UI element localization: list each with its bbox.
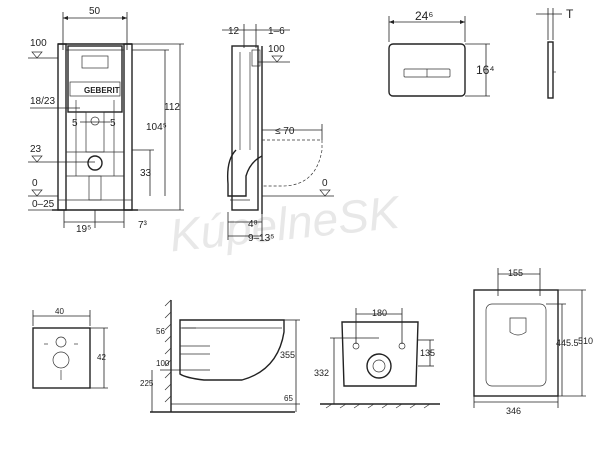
side-inlet-label: 100: [156, 359, 170, 368]
side-top-offset-label: 56: [156, 327, 165, 336]
half-left-label: 5: [72, 118, 78, 129]
back-outlet-height-label: 332: [314, 368, 329, 378]
side-level-100-label: 100: [268, 44, 285, 55]
side-level-0-label: 0: [322, 178, 328, 189]
half-right-label: 5: [110, 118, 116, 129]
top-outer-length-label: 510: [578, 336, 593, 346]
side-height-label: 355: [280, 350, 295, 360]
bottom-right-label: 7³: [138, 220, 148, 231]
side-depth-label: 65: [284, 394, 293, 403]
watermark: KúpelneSK: [167, 185, 404, 261]
level-0-label: 0: [32, 178, 38, 189]
top-inner-length-label: 445.5: [556, 338, 579, 348]
bowl-reach-label: ≤ 70: [275, 126, 295, 137]
bowl-top-view: 155 445.5 510 346: [473, 268, 593, 416]
depth-top-label: 12: [228, 26, 240, 37]
frame-side-view: 12 1–6 100 ≤ 70 0 4⁸ 9–13⁵: [222, 24, 334, 244]
drain-height-label: 33: [140, 168, 152, 179]
side-offset-label: 18/23: [30, 96, 55, 107]
wall-range-label: 9–13⁵: [248, 233, 274, 244]
level-23-label: 23: [30, 144, 42, 155]
bowl-back-view: 180 135 332: [314, 308, 440, 409]
mounting-height-label: 42: [97, 353, 106, 362]
bowl-side-view: 56 100 225 355 65: [140, 299, 300, 413]
frame-front-view: 50 GEBERIT 100 18/23 5 5: [28, 6, 184, 235]
back-bolt-height-label: 135: [420, 348, 435, 358]
top-width-label: 346: [506, 406, 521, 416]
brand-label: GEBERIT: [84, 86, 120, 95]
plate-thickness-label: T: [566, 7, 574, 21]
wall-offset-label: 4⁸: [248, 219, 258, 230]
frame-height-label: 104⁵: [146, 122, 167, 133]
side-outlet-label: 225: [140, 379, 154, 388]
floor-range-label: 0–25: [32, 199, 55, 210]
total-height-label: 112: [164, 102, 180, 113]
bottom-left-label: 19⁵: [76, 224, 91, 235]
top-bolt-spacing-label: 155: [508, 268, 523, 278]
level-100-label: 100: [30, 38, 47, 49]
flush-plate-view: 24⁶ 16⁴ T: [388, 7, 574, 99]
plate-height-label: 16⁴: [476, 63, 495, 77]
frame-width-label: 50: [89, 6, 101, 17]
depth-range-label: 1–6: [268, 26, 285, 37]
mounting-plate-view: 40 42: [32, 307, 108, 389]
mounting-width-label: 40: [55, 307, 64, 316]
plate-width-label: 24⁶: [415, 9, 433, 23]
back-bolt-spacing-label: 180: [372, 308, 387, 318]
